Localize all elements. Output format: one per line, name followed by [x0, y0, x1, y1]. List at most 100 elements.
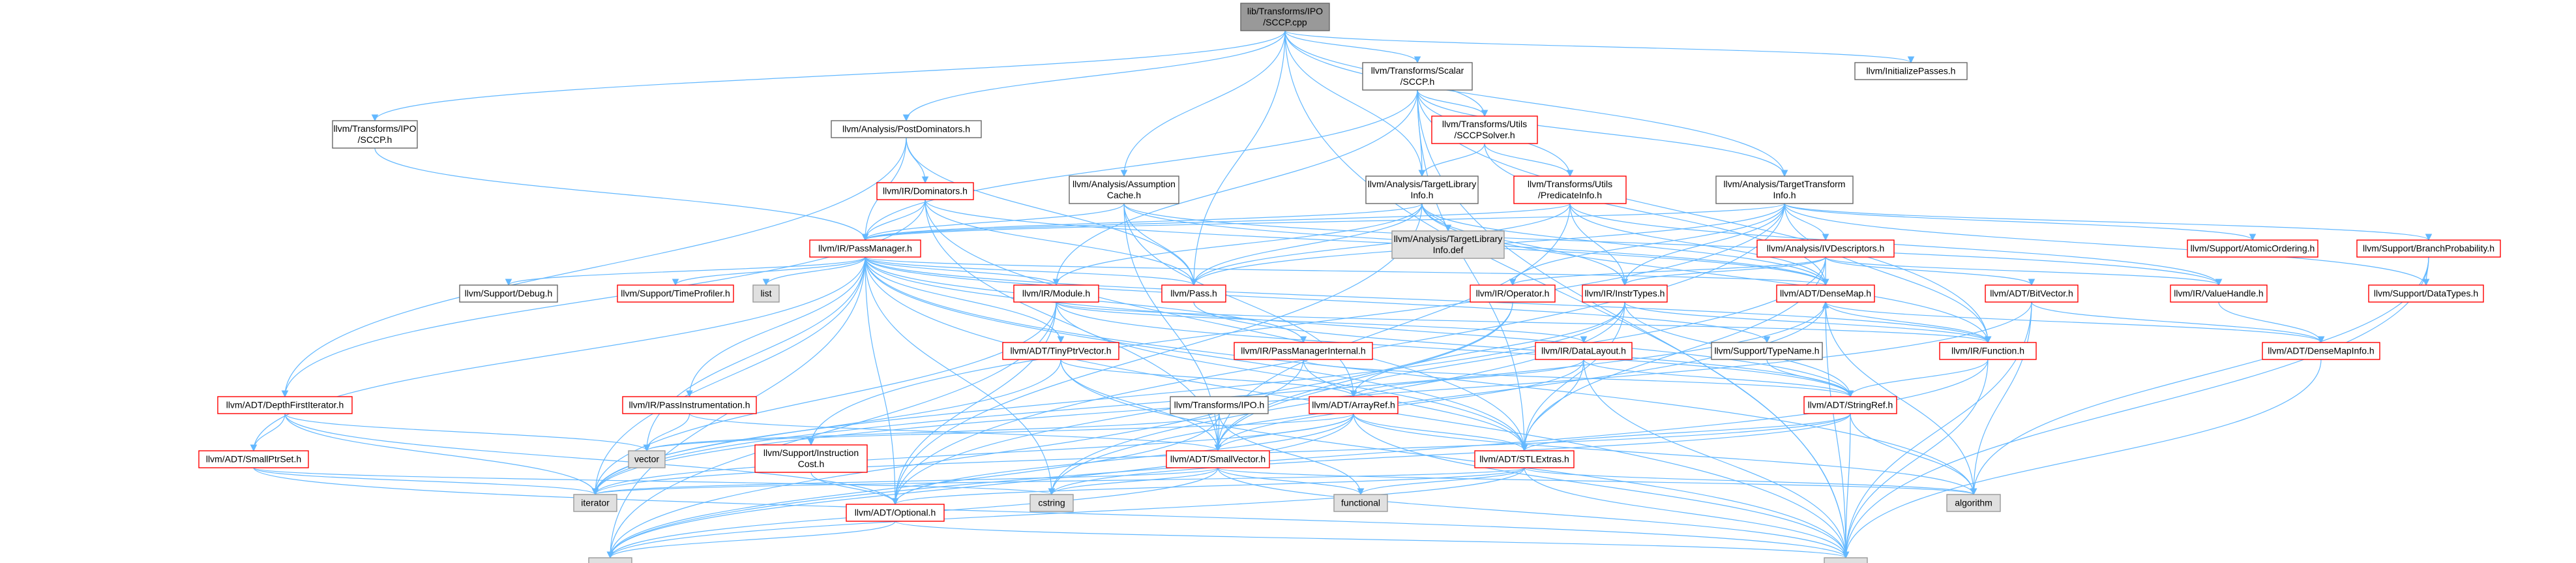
graph-node[interactable]: llvm/IR/Module.h [1013, 284, 1099, 303]
graph-node[interactable]: llvm/IR/Dominators.h [876, 182, 974, 200]
graph-node[interactable]: llvm/Transforms/IPO.h [1170, 396, 1269, 414]
node-label: /PredicateInfo.h [1538, 190, 1602, 200]
graph-node[interactable]: llvm/IR/Function.h [1939, 342, 2037, 360]
graph-node[interactable]: llvm/IR/PassInstrumentation.h [622, 396, 757, 414]
graph-node[interactable]: llvm/ADT/ArrayRef.h [1309, 396, 1399, 414]
graph-node[interactable]: llvm/Analysis/PostDominators.h [831, 120, 982, 138]
graph-node[interactable]: llvm/Support/AtomicOrdering.h [2187, 239, 2318, 258]
graph-node[interactable]: llvm/ADT/STLExtras.h [1474, 450, 1575, 468]
graph-node[interactable]: llvm/Support/Debug.h [459, 284, 558, 303]
graph-node[interactable]: llvm/IR/PassManager.h [809, 239, 921, 258]
graph-node[interactable]: llvm/InitializePasses.h [1854, 62, 1968, 80]
dependency-edge [861, 199, 926, 241]
dependency-edge [1825, 301, 2325, 344]
dependency-edge [1784, 203, 1829, 241]
graph-node[interactable]: llvm/Transforms/IPO/SCCP.h [332, 120, 418, 149]
dependency-edge [643, 413, 1354, 452]
node-box [1069, 175, 1179, 204]
node-box [622, 396, 757, 414]
node-label: llvm/IR/Operator.h [1476, 288, 1550, 299]
dependency-edge [810, 472, 899, 506]
dependency-edge [1060, 359, 1850, 559]
node-box [217, 396, 353, 414]
node-label: llvm/IR/PassInstrumentation.h [629, 400, 750, 410]
node-label: llvm/Support/Instruction [763, 448, 859, 458]
node-label: llvm/Transforms/Utils [1442, 119, 1527, 129]
graph-node[interactable]: llvm/Support/TypeName.h [1711, 342, 1823, 360]
dependency-edge [1583, 359, 1850, 559]
node-label: llvm/Support/AtomicOrdering.h [2191, 243, 2315, 254]
dependency-edge [1120, 30, 1286, 177]
node-box [1013, 284, 1099, 303]
dependency-edge [1217, 467, 1977, 496]
node-label: Info.h [1773, 190, 1796, 200]
node-label: /SCCP.cpp [1263, 17, 1307, 27]
dependency-edge [1846, 359, 1989, 398]
node-label: vector [634, 454, 659, 464]
dependency-edge [865, 256, 1771, 344]
dependency-edge [1842, 359, 1989, 559]
graph-node[interactable]: llvm/Analysis/IVDescriptors.h [1756, 239, 1895, 258]
node-box [1333, 494, 1388, 512]
dependency-edge [606, 301, 1057, 559]
graph-node[interactable]: llvm/Transforms/Utils/PredicateInfo.h [1513, 175, 1627, 204]
node-box [1854, 62, 1968, 80]
node-box [1029, 494, 1074, 512]
node-box [1756, 239, 1895, 258]
graph-node[interactable]: llvm/ADT/SmallPtrSet.h [198, 450, 309, 468]
node-box [1002, 342, 1119, 360]
graph-node[interactable]: llvm/IR/InstrTypes.h [1582, 284, 1668, 303]
dependency-edge [1417, 89, 1850, 559]
graph-node[interactable]: llvm/ADT/StringRef.h [1803, 396, 1897, 414]
dependency-edge [1284, 30, 1788, 177]
node-label: llvm/IR/Module.h [1022, 288, 1090, 299]
graph-node[interactable]: llvm/Support/TimeProfiler.h [617, 284, 734, 303]
edge-layer [250, 30, 2433, 559]
graph-node[interactable]: llvm/ADT/DenseMap.h [1776, 284, 1875, 303]
node-label: llvm/Support/Debug.h [465, 288, 553, 299]
node-label: llvm/Transforms/Scalar [1371, 65, 1464, 76]
dependency-edge [1353, 413, 1850, 559]
node-box [1513, 175, 1627, 204]
node-label: llvm/IR/ValueHandle.h [2174, 288, 2263, 299]
graph-node[interactable]: llvm/ADT/BitVector.h [1985, 284, 2079, 303]
dependency-edge [925, 199, 1528, 452]
graph-node[interactable]: llvm/Transforms/Scalar/SCCP.h [1362, 62, 1473, 91]
graph-node[interactable]: llvm/IR/Operator.h [1470, 284, 1556, 303]
graph-node[interactable]: llvm/Pass.h [1161, 284, 1226, 303]
dependency-edge [643, 413, 1220, 452]
node-label: llvm/IR/InstrTypes.h [1585, 288, 1665, 299]
graph-node[interactable]: llvm/ADT/TinyPtrVector.h [1002, 342, 1119, 360]
dependency-edge [1825, 256, 2223, 286]
dependency-edge [1970, 301, 2032, 496]
dependency-edge [1825, 256, 2036, 286]
node-box [1234, 342, 1373, 360]
node-box [831, 120, 982, 138]
graph-node[interactable]: llvm/IR/PassManagerInternal.h [1234, 342, 1373, 360]
graph-node[interactable]: llvm/Support/BranchProbability.h [2356, 239, 2501, 258]
node-box [1170, 396, 1269, 414]
node-label: Cache.h [1107, 190, 1141, 200]
graph-node[interactable]: llvm/ADT/SmallVector.h [1166, 450, 1270, 468]
node-label: lib/Transforms/IPO [1247, 6, 1323, 16]
dependency-edge [1784, 203, 1992, 344]
graph-node[interactable]: llvm/IR/DataLayout.h [1535, 342, 1633, 360]
node-box [332, 120, 418, 149]
dependency-edge [865, 256, 1992, 344]
graph-node[interactable]: llvm/Support/DataTypes.h [2368, 284, 2484, 303]
dependency-edge [1417, 89, 1788, 177]
dependency-edge [861, 203, 1125, 241]
node-label: list [760, 288, 771, 299]
graph-node[interactable]: llvm/IR/ValueHandle.h [2170, 284, 2268, 303]
graph-node: algorithm [1946, 494, 2001, 512]
graph-node[interactable]: llvm/ADT/DenseMapInfo.h [2262, 342, 2380, 360]
graph-node[interactable]: llvm/Transforms/Utils/SCCPSolver.h [1431, 115, 1538, 144]
graph-node[interactable]: llvm/ADT/DepthFirstIterator.h [217, 396, 353, 414]
graph-node[interactable]: llvm/ADT/Optional.h [846, 504, 945, 522]
dependency-edge [284, 413, 899, 506]
node-box [1824, 557, 1868, 563]
